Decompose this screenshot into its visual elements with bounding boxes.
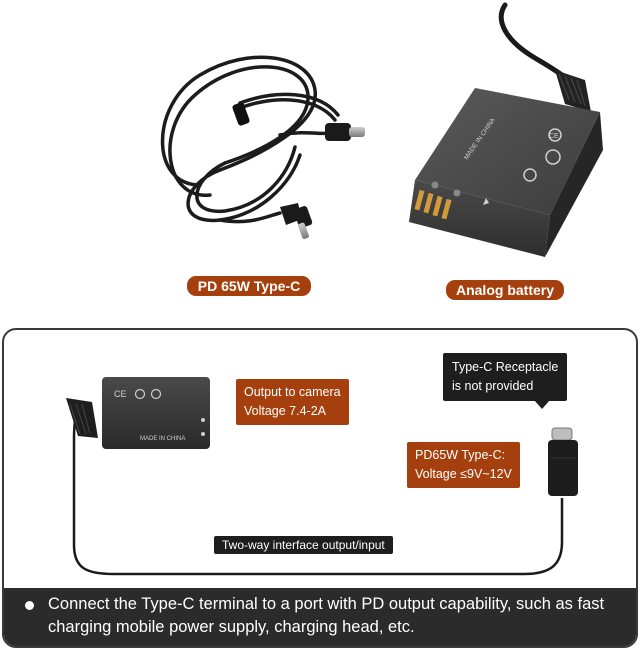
output-callout: Output to camera Voltage 7.4-2A [236,379,349,425]
analog-battery-illustration: CE MADE IN CHINA [409,2,603,257]
connection-diagram-panel: CE MADE IN CHINA Output to camera Voltag… [2,328,638,648]
svg-text:CE: CE [114,389,127,399]
receptacle-callout-line1: Type-C Receptacle [452,360,559,374]
footer-note-text: Connect the Type-C terminal to a port wi… [48,595,605,636]
diagram-usb-c-plug-icon [551,427,573,441]
bullet-icon [25,601,34,610]
diagram-battery-made-in: MADE IN CHINA [140,436,185,442]
pd-callout: PD65W Type-C: Voltage ≤9V~12V [407,442,520,488]
output-callout-line1: Output to camera [244,385,341,399]
coiled-cable-illustration [160,55,365,239]
cable-label-badge: PD 65W Type-C [187,276,311,296]
pd-callout-line2: Voltage ≤9V~12V [415,467,512,481]
usb-c-plug-icon [325,123,351,141]
receptacle-callout: Type-C Receptacle is not provided [443,353,568,401]
pd-callout-line1: PD65W Type-C: [415,448,506,462]
interface-label: Two-way interface output/input [214,536,393,554]
battery-label-badge: Analog battery [446,280,564,300]
connection-diagram: CE MADE IN CHINA [66,377,578,576]
receptacle-callout-line2: is not provided [452,379,534,393]
svg-text:CE: CE [549,133,559,140]
output-callout-line2: Voltage 7.4-2A [244,404,327,418]
receptacle-callout-pointer [534,400,550,409]
footer-note-bar: Connect the Type-C terminal to a port wi… [4,588,636,646]
diagram-battery-icon [102,377,210,449]
